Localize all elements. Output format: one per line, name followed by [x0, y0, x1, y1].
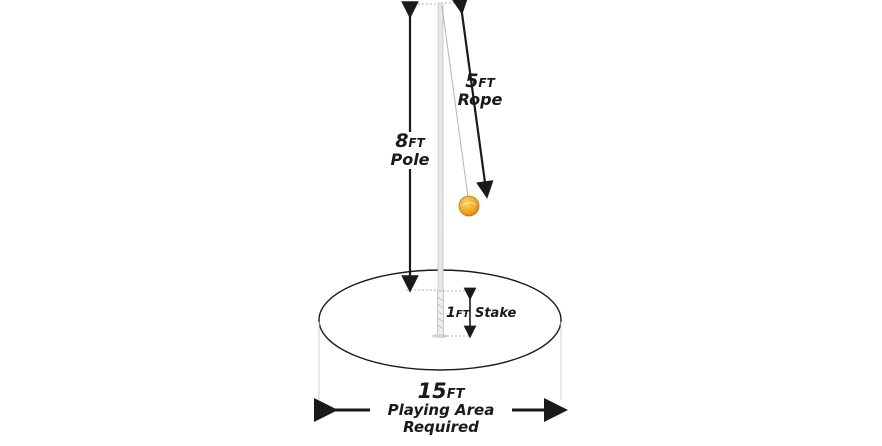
- rope-word: Rope: [457, 89, 503, 109]
- area-caption: Playing Area Required: [370, 402, 512, 436]
- stake-thread: [437, 296, 444, 330]
- rope-unit: FT: [478, 76, 495, 90]
- pole-word: Pole: [390, 149, 430, 169]
- stake-label: 1FT Stake: [446, 304, 516, 321]
- pole-label: 8FT Pole: [384, 130, 436, 169]
- area-line2: Required: [403, 417, 479, 436]
- rope-dimension-arrow: [451, 0, 494, 199]
- pole-value: 8: [395, 130, 409, 152]
- area-label: 15FT: [390, 380, 492, 402]
- stake-unit: FT: [455, 309, 470, 320]
- rope-value: 5: [465, 70, 479, 92]
- ball-seam: [461, 202, 477, 207]
- rope-label: 5FT Rope: [455, 70, 505, 109]
- stake-word: Stake: [474, 306, 517, 321]
- pole: [437, 2, 444, 292]
- pole-unit: FT: [408, 136, 425, 150]
- area-unit: FT: [446, 387, 465, 402]
- stake-shadow: [432, 334, 448, 338]
- stake-value: 1: [446, 305, 456, 321]
- area-value: 15: [417, 379, 447, 403]
- area-line1: Playing Area: [387, 401, 495, 419]
